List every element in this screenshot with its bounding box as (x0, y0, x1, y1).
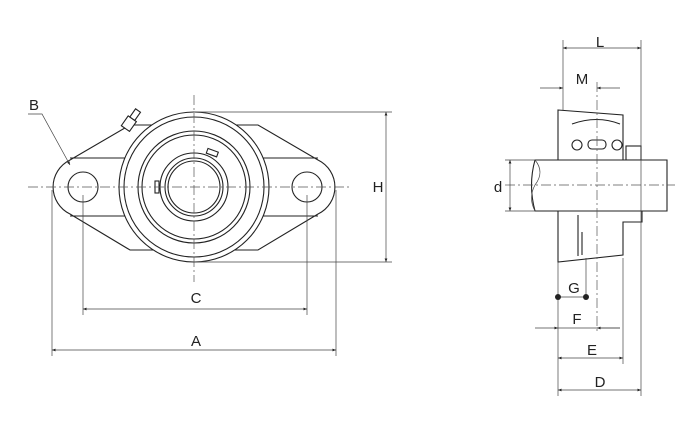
dimension-G-dot-left (555, 294, 561, 300)
label-E: E (587, 342, 597, 359)
housing-bottom (557, 210, 643, 263)
set-screw-top (205, 147, 220, 158)
flange-housing (52, 108, 336, 263)
label-F: F (572, 311, 581, 328)
label-C: C (191, 290, 202, 307)
label-G: G (568, 280, 580, 297)
shaft (530, 159, 668, 212)
side-view: L M d G F E D (494, 34, 675, 396)
housing-top (557, 109, 624, 161)
dimension-B-leader (28, 113, 71, 166)
label-D: D (595, 374, 606, 391)
label-d: d (494, 179, 502, 196)
label-A: A (191, 333, 201, 350)
label-L: L (596, 34, 604, 51)
front-view: B C A H (28, 95, 392, 356)
label-M: M (576, 71, 589, 88)
grease-nipple-icon (120, 108, 142, 133)
label-H: H (373, 179, 384, 196)
label-B: B (29, 97, 39, 114)
dimension-G-dot-right (583, 294, 589, 300)
collar-top (625, 145, 642, 161)
